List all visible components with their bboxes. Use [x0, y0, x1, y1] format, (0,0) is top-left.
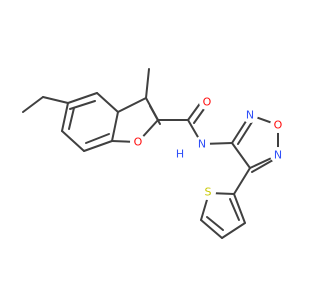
bond-thiophene — [229, 198, 240, 221]
bond-oxadiazole — [251, 159, 274, 173]
bond-ethyl-ch3 — [22, 96, 44, 113]
bond-benzene — [61, 130, 85, 152]
bond-benzene — [96, 92, 119, 113]
bond-ethyl-ch2 — [42, 96, 69, 104]
bond-benzene — [67, 92, 98, 104]
bond-thiophene — [206, 216, 224, 231]
atom-h-amide-label: H — [176, 148, 184, 161]
atom-s-thiophene-label: S — [205, 186, 212, 199]
bond-benzene — [83, 140, 113, 152]
atom-o-oxadiazole: O — [270, 117, 286, 133]
bond-oxadiazole — [237, 121, 253, 145]
bond-furan — [117, 97, 147, 113]
bond-benzene — [68, 107, 75, 130]
atom-n-amide-label: N — [198, 138, 206, 151]
bond-methyl — [145, 68, 150, 99]
bond-furan — [149, 105, 161, 125]
molecule-structure: O N H O N O N S — [22, 68, 286, 239]
bond-benzene — [61, 102, 69, 132]
bond-thiophene — [221, 222, 246, 239]
atom-labels: O N H O N O N S — [130, 94, 286, 200]
bond-skeleton — [22, 68, 279, 239]
bond-benzene — [85, 133, 110, 144]
atom-h-amide: H — [172, 146, 188, 162]
bond-thiophene — [233, 193, 246, 224]
atom-o-furan: O — [130, 134, 146, 150]
atom-o-furan-label: O — [134, 136, 143, 149]
atom-n-amide: N — [194, 136, 210, 152]
atom-o-oxadiazole-label: O — [274, 119, 283, 132]
atom-o-amide-label: O — [203, 96, 212, 109]
atom-n-oxadiazole-upper-label: N — [246, 109, 254, 122]
bond-benzene — [111, 111, 119, 142]
atom-n-oxadiazole-upper: N — [242, 107, 258, 123]
bond-oxadiazole — [231, 142, 251, 169]
atom-n-oxadiazole-lower-label: N — [274, 149, 282, 162]
bond-thiophene-link — [233, 167, 251, 195]
atom-s-thiophene: S — [200, 184, 216, 200]
atom-o-amide: O — [199, 94, 215, 110]
atom-n-oxadiazole-lower: N — [270, 147, 286, 163]
bond-thiophene — [200, 219, 223, 239]
